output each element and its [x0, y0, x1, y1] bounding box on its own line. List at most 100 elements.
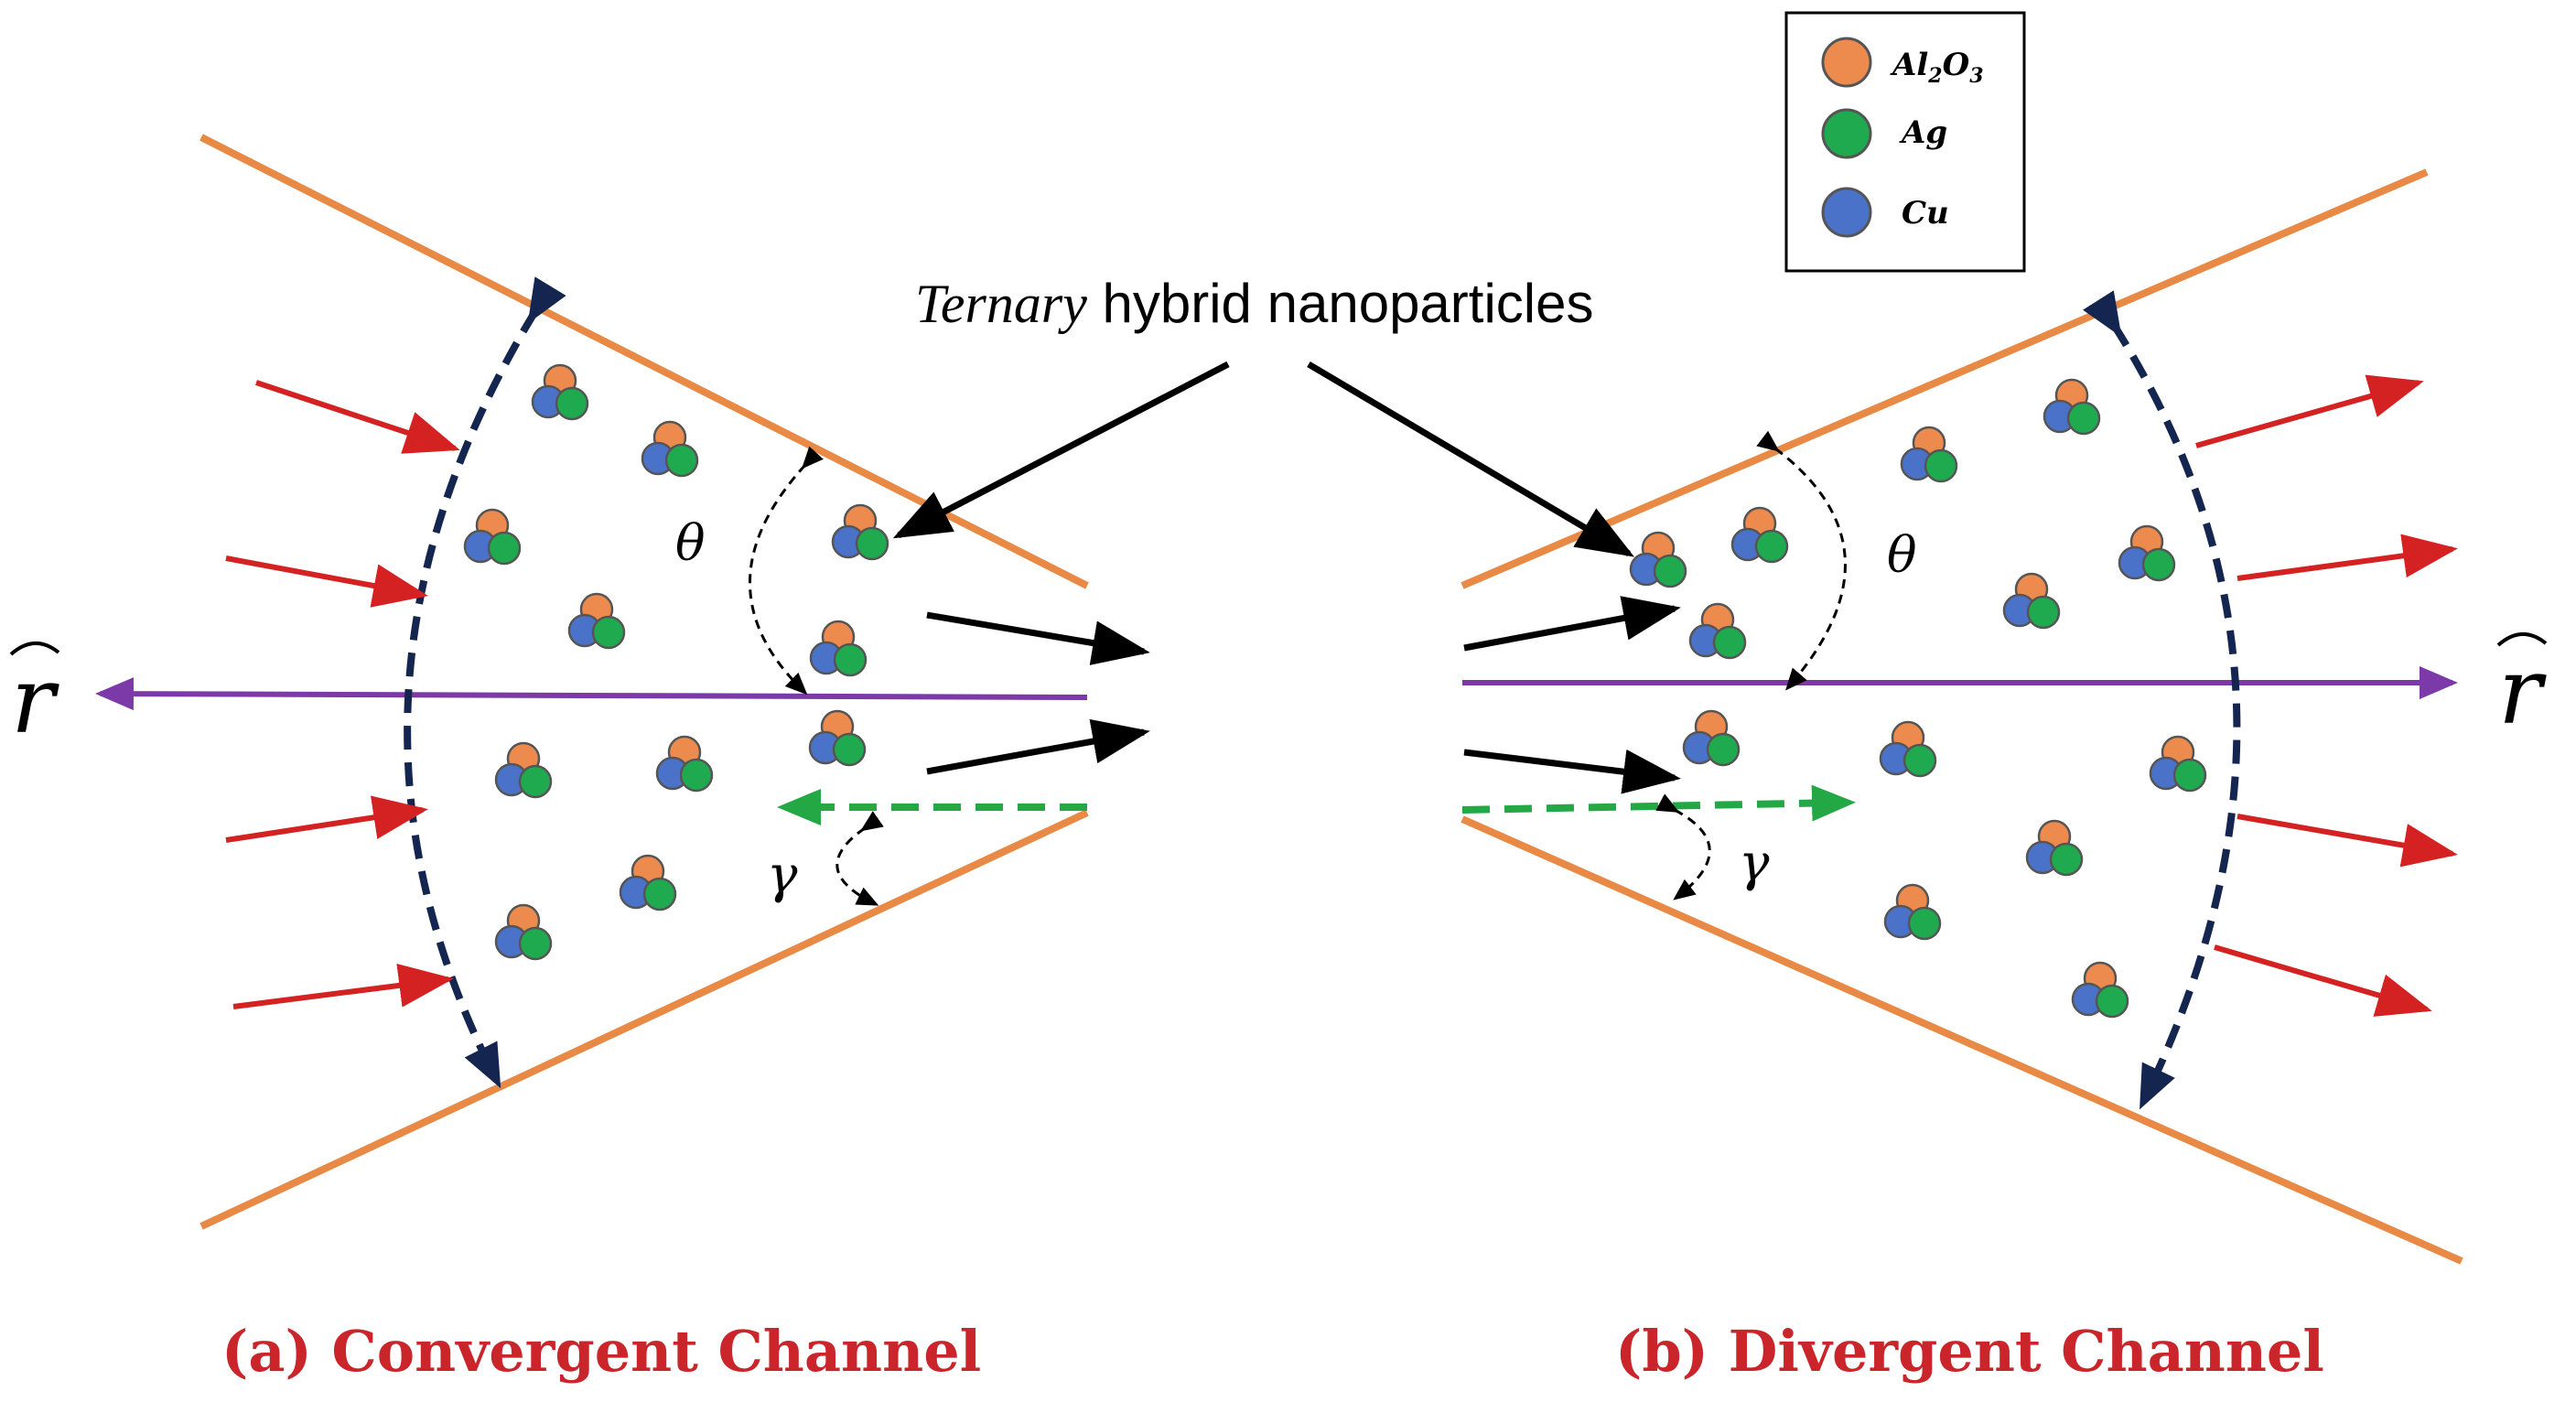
nanoparticle-cluster: [2149, 735, 2207, 793]
convergent-theta-label: θ: [675, 514, 706, 572]
legend-o: O: [1943, 47, 1970, 83]
nanoparticle-cluster: [567, 592, 626, 650]
divergent-inflow-arrow: [1463, 596, 1681, 652]
legend-swatch-ag: [1821, 108, 1872, 159]
flow-arrow: [225, 795, 428, 843]
axis-label-left: r: [9, 642, 60, 754]
flow-arrow: [2195, 374, 2424, 448]
ag-particle: [591, 615, 626, 650]
ag-particle: [518, 926, 553, 961]
ag-particle: [2095, 984, 2129, 1019]
nanoparticle-cluster: [655, 735, 714, 793]
ag-particle: [2066, 401, 2101, 436]
ag-particle: [2026, 595, 2061, 630]
nanoparticle-cluster: [2118, 524, 2176, 582]
nanoparticle-cluster: [641, 420, 699, 478]
title-rest: hybrid nanoparticles: [1087, 273, 1594, 334]
ag-particle: [2049, 842, 2084, 877]
nanoparticle-cluster: [1900, 426, 1958, 483]
legend-sub2: 3: [1969, 64, 1983, 88]
nanoparticle-cluster: [619, 854, 677, 911]
ag-particle: [1653, 554, 1687, 588]
caption-convergent: (a) Convergent Channel: [221, 1318, 981, 1385]
title-pointer-left: [892, 361, 1230, 539]
divergent-inflow-arrow: [1463, 749, 1681, 794]
nanoparticle-cluster: [1682, 709, 1741, 767]
legend-al: Al: [1890, 47, 1928, 83]
divergent-gamma-ref-arrow: [1461, 784, 1856, 822]
nanoparticle-cluster: [531, 363, 589, 421]
ag-particle: [1902, 743, 1937, 778]
nanoparticle-cluster: [1730, 506, 1789, 564]
ag-particle: [832, 732, 867, 767]
ag-particle: [2141, 547, 2176, 582]
legend-sub1: 2: [1927, 64, 1942, 88]
convergent-gamma-label: γ: [767, 846, 798, 905]
nanoparticle-cluster: [2002, 572, 2061, 630]
axis-label-right: r: [2496, 632, 2548, 745]
flow-arrow: [2236, 814, 2458, 868]
nanoparticle-cluster: [809, 620, 868, 677]
nanoparticle-cluster: [808, 709, 867, 767]
ag-particle: [1924, 448, 1958, 483]
ag-particle: [518, 764, 553, 799]
flow-arrow: [255, 380, 460, 454]
flow-arrow: [2236, 534, 2458, 581]
ag-particle: [2172, 758, 2207, 793]
ag-particle: [855, 526, 889, 561]
title-italic: Ternary: [915, 274, 1087, 334]
divergent-lower-wall: [1460, 815, 2463, 1265]
r-hat-right: r: [2498, 638, 2547, 745]
convergent-outflow-arrow: [926, 611, 1150, 665]
ag-particle: [833, 642, 868, 677]
ag-particle: [1754, 529, 1789, 564]
ag-particle: [555, 386, 589, 421]
nanoparticle-cluster: [2042, 378, 2101, 436]
legend-label-al2o3: Al2O3: [1890, 47, 1984, 88]
r-hat-caret: [2496, 632, 2548, 647]
ag-particle: [664, 443, 699, 478]
legend: Al2O3 Ag Cu: [1784, 11, 2026, 273]
nanoparticle-cluster: [1688, 602, 1747, 660]
nanoparticle-cluster: [1879, 720, 1937, 778]
ag-particle: [642, 877, 677, 911]
ag-particle: [679, 758, 714, 793]
flow-arrow: [225, 555, 428, 608]
nanoparticle-cluster: [463, 508, 522, 566]
nanoparticle-cluster: [494, 903, 553, 961]
nanoparticle-cluster: [2071, 961, 2129, 1019]
diagram-title: Ternary hybrid nanoparticles: [915, 273, 1593, 334]
convergent-theta-arc: [749, 446, 824, 696]
convergent-gamma-arc: [835, 811, 884, 906]
divergent-theta-arc: [1756, 430, 1847, 691]
nanoparticle-cluster: [831, 503, 889, 561]
ag-particle: [487, 531, 522, 566]
divergent-theta-label: θ: [1887, 526, 1917, 584]
nanoparticle-cluster: [494, 741, 553, 799]
flow-arrow: [232, 964, 454, 1009]
convergent-particles: [463, 363, 889, 961]
divergent-channel: θ γ: [1460, 168, 2463, 1265]
convergent-outflow-arrow: [926, 718, 1150, 775]
convergent-lower-wall: [199, 809, 1089, 1230]
convergent-inflow-arrows: [225, 380, 460, 1009]
nanoparticle-cluster: [1883, 883, 1942, 941]
flow-arrow: [2214, 944, 2432, 1017]
title-pointer-right: [1307, 361, 1635, 557]
convergent-boundary-arc: [404, 276, 566, 1089]
legend-swatch-cu: [1821, 187, 1872, 238]
divergent-particles: [1629, 378, 2207, 1019]
legend-label-cu: Cu: [1902, 195, 1949, 232]
legend-swatch-al2o3: [1821, 37, 1872, 88]
divergent-boundary-arc: [2082, 290, 2241, 1110]
divergent-gamma-arc: [1655, 793, 1711, 901]
nanoparticle-cluster: [2025, 819, 2084, 877]
ag-particle: [1712, 625, 1747, 660]
ag-particle: [1706, 732, 1741, 767]
ag-particle: [1907, 906, 1942, 941]
legend-label-ag: Ag: [1899, 114, 1947, 151]
convergent-channel: θ γ: [95, 134, 1150, 1230]
r-hat-caret: [9, 642, 60, 656]
divergent-outflow-arrows: [2195, 374, 2458, 1017]
